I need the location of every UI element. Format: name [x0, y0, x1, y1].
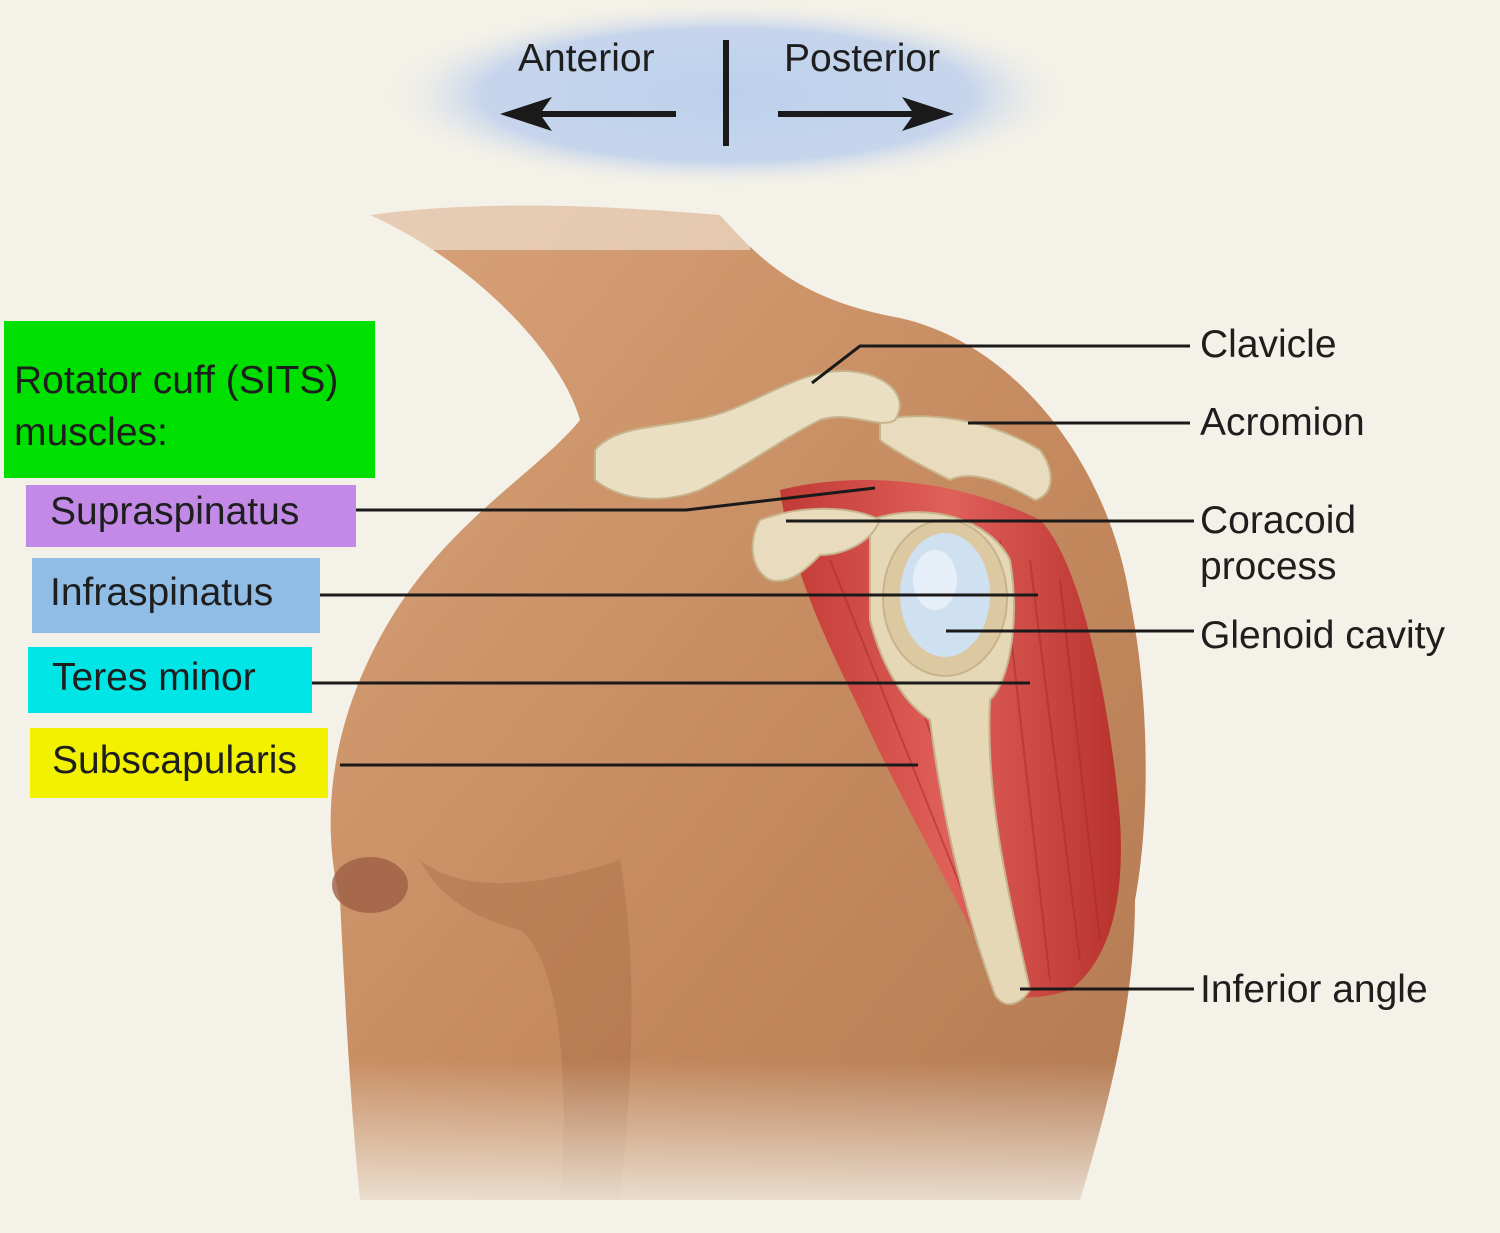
rotator-cuff-title: Rotator cuff (SITS) muscles: [14, 359, 339, 454]
teres-minor-label: Teres minor [52, 656, 256, 699]
teres-minor-box: Teres minor [28, 647, 312, 713]
clavicle-label: Clavicle [1200, 323, 1337, 366]
posterior-arrow-head [902, 97, 954, 131]
infraspinatus-box: Infraspinatus [32, 558, 320, 633]
coracoid-label-line2: process [1200, 545, 1337, 588]
infraspinatus-label: Infraspinatus [50, 571, 274, 614]
supraspinatus-box: Supraspinatus [26, 485, 356, 547]
glenoid-cavity-label: Glenoid cavity [1200, 614, 1445, 657]
anterior-arrow-head [500, 97, 552, 131]
glenoid-highlight [913, 550, 957, 610]
nipple [332, 857, 408, 913]
supraspinatus-label: Supraspinatus [50, 490, 300, 533]
coracoid-bone [751, 507, 882, 582]
leader-supraspinatus [345, 486, 876, 512]
subscapularis-label: Subscapularis [52, 739, 297, 782]
coracoid-label-line1: Coracoid [1200, 499, 1357, 542]
acromion-bone [879, 415, 1052, 502]
bottom-fade [300, 1060, 1200, 1233]
acromion-label: Acromion [1200, 401, 1365, 444]
leader-clavicle [811, 344, 1190, 385]
posterior-label: Posterior [784, 37, 941, 80]
inferior-angle-label: Inferior angle [1200, 968, 1428, 1011]
anterior-label: Anterior [518, 37, 655, 80]
clavicle-bone [594, 370, 901, 500]
subscapularis-box: Subscapularis [30, 728, 328, 798]
top-fade [330, 190, 750, 250]
rotator-cuff-title-box: Rotator cuff (SITS) muscles: [4, 321, 375, 478]
